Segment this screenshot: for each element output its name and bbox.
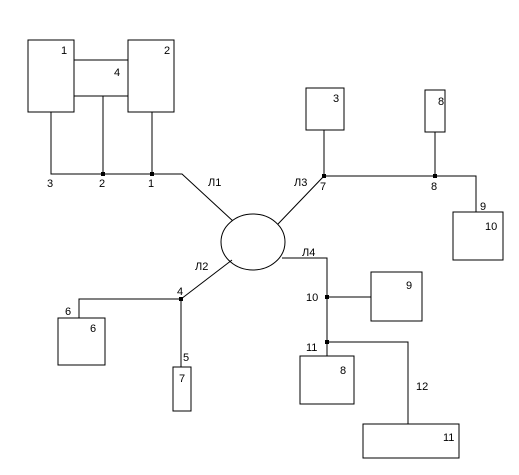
node-label-3: 3 [47, 178, 53, 190]
line-label-l4: Л4 [302, 247, 315, 259]
line-label-l3: Л3 [294, 177, 307, 189]
node-label-1: 1 [148, 178, 154, 190]
junction-node-1 [150, 172, 154, 176]
unit-box-10 [452, 211, 504, 261]
junction-node-4 [179, 297, 183, 301]
line-label-l2: Л2 [195, 261, 208, 273]
junction-node-2 [101, 172, 105, 176]
junction-node-8 [433, 174, 437, 178]
unit-box-7 [172, 366, 192, 412]
wire-l4 [282, 257, 328, 356]
unit-box-4 [73, 59, 129, 97]
node-label-5: 5 [183, 352, 189, 364]
box-label-6: 6 [90, 323, 96, 335]
drop-wire-3 [50, 112, 235, 223]
unit-box-9 [370, 271, 423, 322]
node-label-12: 12 [416, 381, 428, 393]
branch-wire-12 [327, 341, 409, 424]
box-label-4: 4 [114, 67, 120, 79]
node-label-10: 10 [306, 292, 318, 304]
central-hub [220, 213, 286, 271]
box-label-2: 2 [164, 45, 170, 57]
box-label-1: 1 [61, 45, 67, 57]
wire-l2 [180, 259, 233, 300]
unit-box-11 [362, 423, 460, 459]
unit-box-8-bottom [299, 355, 355, 405]
unit-box-2 [127, 39, 175, 113]
box-label-3: 3 [333, 93, 339, 105]
node-label-7: 7 [320, 181, 326, 193]
junction-node-7 [322, 174, 326, 178]
node-label-2: 2 [99, 178, 105, 190]
unit-box-1 [27, 39, 75, 113]
junction-node-10 [325, 295, 329, 299]
box-label-7: 7 [179, 373, 185, 385]
box-label-10: 10 [485, 221, 497, 233]
box-label-8-top: 8 [438, 96, 444, 108]
box-label-8-bottom: 8 [340, 365, 346, 377]
box-label-9: 9 [406, 280, 412, 292]
node-label-6: 6 [65, 306, 71, 318]
junction-node-11 [325, 340, 329, 344]
bus-right [324, 175, 477, 212]
line-label-l1: Л1 [208, 177, 221, 189]
node-label-8: 8 [431, 181, 437, 193]
bus-left [78, 298, 181, 318]
node-label-9: 9 [480, 201, 486, 213]
unit-box-6 [57, 317, 106, 366]
node-label-4: 4 [177, 286, 183, 298]
unit-box-3 [305, 87, 345, 131]
box-label-11: 11 [443, 432, 454, 444]
node-label-11: 11 [306, 342, 317, 354]
